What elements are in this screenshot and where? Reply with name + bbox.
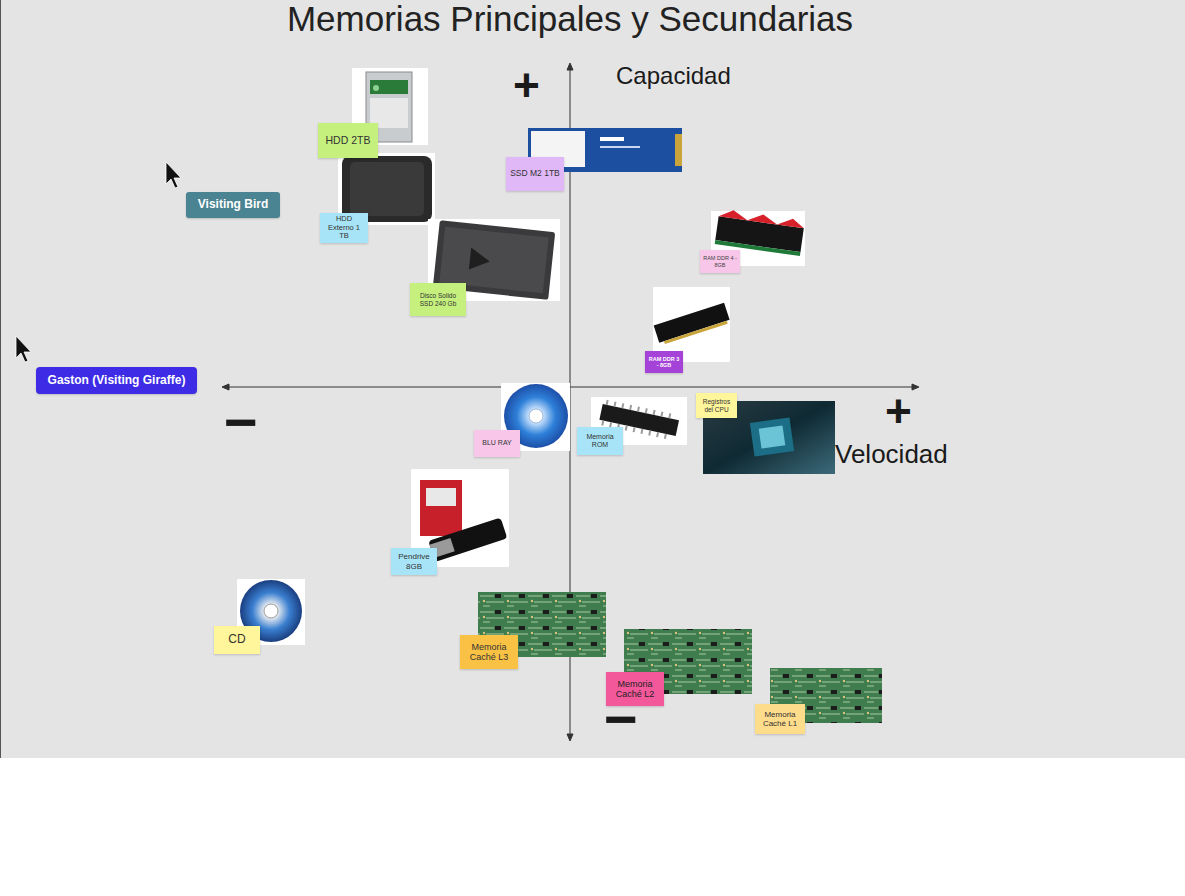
note-text: Registros del CPU [699, 398, 734, 413]
axis-label: Capacidad [616, 64, 731, 88]
sticky-note: Memoria ROM [577, 427, 623, 455]
sticky-note: RAM DDR 3 - 8GB [645, 351, 683, 373]
sticky-note: SSD M2 1TB [506, 157, 564, 191]
axis [222, 63, 919, 741]
sticky-note: Disco Solido SSD 240 Gb [410, 283, 466, 316]
sticky-note: Pendrive 8GB [391, 548, 437, 575]
sticky-note: Memoria Caché L1 [755, 704, 805, 734]
cursor-name: Visiting Bird [198, 198, 268, 212]
minus-sign: − [224, 393, 258, 451]
note-text: HDD 2TB [326, 134, 371, 146]
plus-sign: + [885, 388, 912, 434]
sticky-note: Memoria Caché L2 [606, 672, 664, 706]
note-text: Memoria Caché L3 [463, 642, 515, 663]
note-text: HDD Externo 1 TB [323, 215, 365, 241]
sticky-note: BLU RAY [474, 430, 520, 457]
plus-sign: + [513, 62, 540, 108]
cursor-name: Gaston (Visiting Giraffe) [48, 374, 186, 388]
pcb-photo [478, 592, 882, 723]
cursor-name-tag: Visiting Bird [186, 192, 280, 218]
sticky-note: Memoria Caché L3 [460, 635, 518, 669]
note-text: BLU RAY [482, 439, 511, 447]
cursor-name-tag: Gaston (Visiting Giraffe) [36, 367, 197, 394]
note-text: RAM DDR 3 - 8GB [648, 356, 680, 369]
note-text: Memoria Caché L1 [758, 710, 802, 728]
note-text: CD [228, 633, 245, 647]
note-text: Memoria ROM [580, 433, 620, 449]
note-text: Memoria Caché L2 [609, 679, 661, 700]
note-text: Disco Solido SSD 240 Gb [413, 292, 463, 307]
axis-label: Velocidad [835, 441, 948, 467]
sticky-note: Registros del CPU [696, 393, 737, 418]
mouse-cursor [166, 162, 181, 188]
note-text: RAM DDR 4 - 8GB [703, 255, 737, 268]
sticky-note: HDD Externo 1 TB [320, 213, 368, 243]
sticky-note: HDD 2TB [318, 123, 378, 158]
sticky-note: CD [214, 626, 260, 654]
sticky-note: RAM DDR 4 - 8GB [700, 250, 740, 273]
mouse-cursor [16, 336, 31, 362]
note-text: SSD M2 1TB [510, 169, 560, 179]
note-text: Pendrive 8GB [394, 552, 434, 570]
diagram-title: Memorias Principales y Secundarias [287, 1, 853, 36]
